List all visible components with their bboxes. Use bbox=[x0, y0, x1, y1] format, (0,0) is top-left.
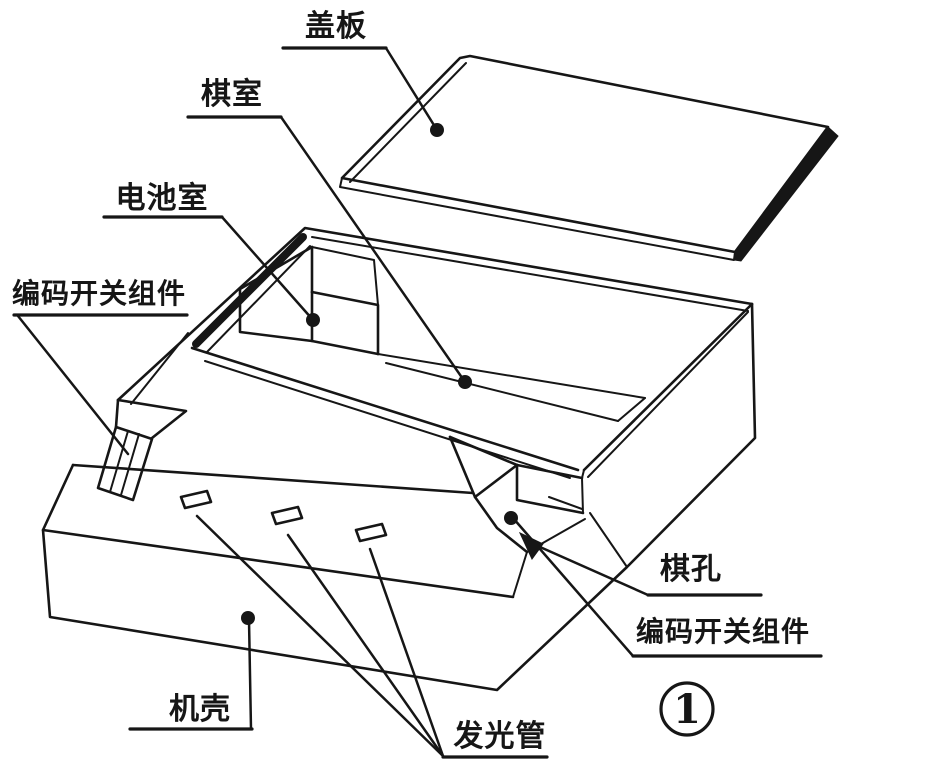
led-slot-2 bbox=[270, 505, 304, 526]
cover-plate-edge-face bbox=[733, 126, 839, 262]
encoder-pocket-left-drawing bbox=[96, 398, 188, 502]
label-battery-chamber: 电池室 bbox=[116, 181, 209, 215]
encoder-pocket-right-drawing bbox=[448, 435, 586, 598]
housing-drawing bbox=[41, 226, 757, 692]
led-slot-1 bbox=[179, 489, 213, 510]
led-slots-drawing bbox=[179, 489, 388, 543]
figure-number-badge: 1 bbox=[659, 681, 715, 737]
label-housing: 机壳 bbox=[169, 693, 231, 726]
label-encoder-switch-right: 编码开关组件 bbox=[636, 615, 810, 647]
label-led-tube: 发光管 bbox=[453, 720, 547, 753]
led-slot-3 bbox=[354, 522, 388, 543]
chess-chamber-leader-dot bbox=[458, 375, 472, 389]
label-chess-chamber: 棋室 bbox=[201, 77, 263, 111]
cover-plate-drawing bbox=[339, 54, 839, 262]
housing-leader-dot bbox=[241, 611, 255, 625]
left-wall-top-stripe bbox=[192, 233, 307, 348]
leader-lines bbox=[12, 46, 823, 759]
label-cover-plate: 盖板 bbox=[305, 10, 367, 43]
figure-number-circle bbox=[659, 681, 715, 737]
battery-box-drawing bbox=[238, 245, 380, 356]
label-chess-hole: 棋孔 bbox=[660, 553, 722, 586]
label-encoder-switch-left: 编码开关组件 bbox=[12, 277, 186, 309]
figure-number-text: 1 bbox=[673, 686, 701, 733]
labels: 盖板 棋室 电池室 编码开关组件 棋孔 编码开关组件 机壳 发光管 bbox=[12, 10, 810, 753]
